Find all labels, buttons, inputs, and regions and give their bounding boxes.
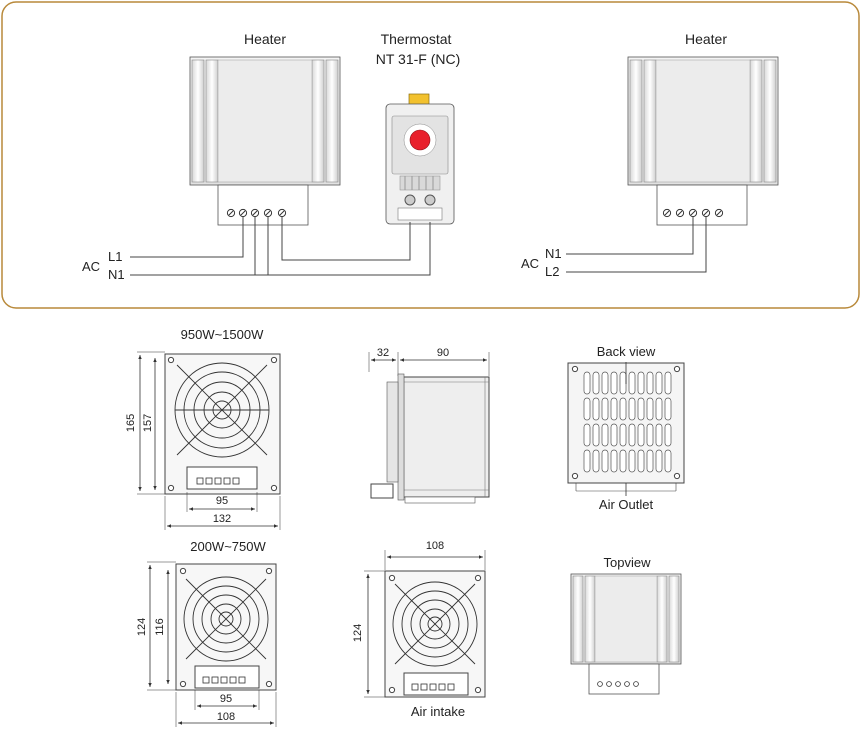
right-heater-illustration bbox=[627, 56, 779, 226]
small-dimension-lines bbox=[147, 561, 277, 727]
top-view-terminals bbox=[597, 681, 639, 687]
left-l1-label: L1 bbox=[108, 249, 122, 264]
right-heater-label: Heater bbox=[685, 31, 727, 47]
thermostat-label-line1: Thermostat bbox=[381, 31, 452, 47]
left-ac-label: AC bbox=[82, 259, 100, 274]
back-view: Back view bbox=[567, 344, 685, 512]
fan-terminal-block bbox=[411, 683, 455, 691]
large-dimension-lines bbox=[137, 351, 281, 530]
left-heater-illustration bbox=[189, 56, 341, 226]
back-view-title: Back view bbox=[597, 344, 656, 359]
side-dimension-lines bbox=[368, 352, 490, 376]
fan-height-label: 124 bbox=[352, 624, 364, 642]
right-heater-terminals bbox=[662, 208, 724, 218]
left-heater-label: Heater bbox=[244, 31, 286, 47]
large-width-outer: 132 bbox=[213, 513, 231, 525]
front-view-small: 200W~750W bbox=[136, 539, 277, 727]
side-view-large: 32 90 bbox=[368, 347, 490, 504]
thermostat-dial bbox=[409, 129, 431, 151]
left-wiring bbox=[130, 217, 431, 276]
small-width-outer: 108 bbox=[217, 711, 235, 723]
fan-view-small: 108 124 Air intake bbox=[352, 540, 486, 719]
left-heater-terminals bbox=[226, 208, 287, 218]
front-small-title: 200W~750W bbox=[190, 539, 266, 554]
fan-dimension-lines bbox=[364, 550, 486, 698]
right-ac-label: AC bbox=[521, 256, 539, 271]
large-height-inner: 157 bbox=[142, 414, 154, 432]
large-height-outer: 165 bbox=[125, 414, 137, 432]
right-l2-label: L2 bbox=[545, 264, 559, 279]
right-wiring bbox=[566, 217, 707, 273]
large-width-inner: 95 bbox=[216, 495, 228, 507]
left-n1-label: N1 bbox=[108, 267, 125, 282]
right-n1-label: N1 bbox=[545, 246, 562, 261]
small-height-outer: 124 bbox=[136, 618, 148, 636]
large-terminal-block bbox=[196, 477, 240, 485]
side-depth-b: 90 bbox=[437, 347, 449, 359]
top-view: Topview bbox=[570, 555, 682, 695]
small-height-inner: 116 bbox=[154, 618, 166, 636]
thermostat-label-line2: NT 31-F (NC) bbox=[376, 51, 461, 67]
top-view-title: Topview bbox=[604, 555, 652, 570]
wiring-panel: Heater Thermostat NT 31-F (NC) bbox=[1, 1, 860, 309]
back-vent-slots bbox=[583, 371, 672, 473]
small-fan-grille-icon bbox=[183, 576, 269, 662]
small-terminal-block bbox=[202, 676, 246, 684]
front-view-large: 950W~1500W bbox=[125, 327, 281, 530]
fan-width-label: 108 bbox=[426, 540, 444, 552]
small-width-inner: 95 bbox=[220, 693, 232, 705]
fan-grille-icon bbox=[392, 581, 478, 667]
large-fan-grille-icon bbox=[174, 362, 270, 458]
thermostat-illustration bbox=[385, 93, 455, 225]
back-view-caption: Air Outlet bbox=[599, 497, 654, 512]
fan-caption: Air intake bbox=[411, 704, 465, 719]
front-large-title: 950W~1500W bbox=[181, 327, 264, 342]
side-depth-a: 32 bbox=[377, 347, 389, 359]
